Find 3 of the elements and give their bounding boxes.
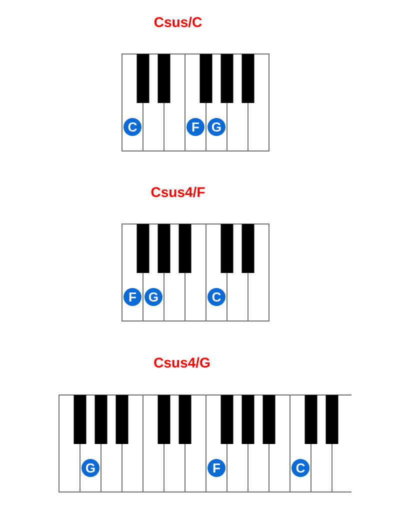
chord-name: Csus4/F	[151, 186, 205, 198]
chord-name: Csus4/G	[154, 357, 210, 368]
chord-name: Csus/C	[154, 16, 202, 28]
